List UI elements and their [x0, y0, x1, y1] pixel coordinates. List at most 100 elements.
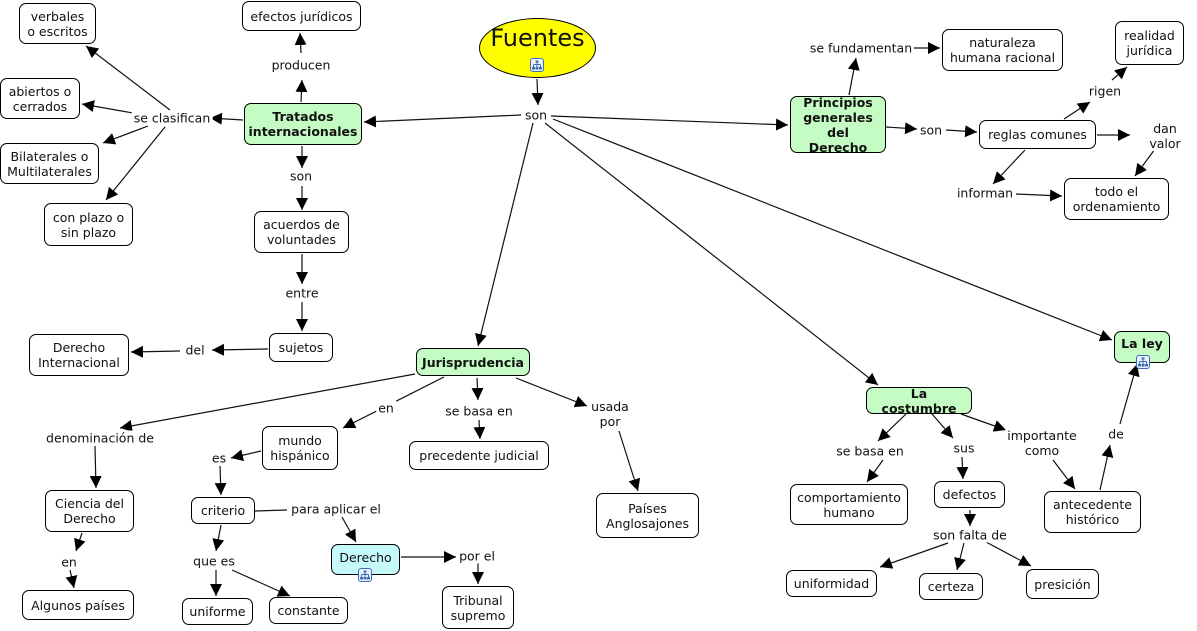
concept-criterio[interactable]: criterio: [191, 497, 255, 524]
link-usada-por[interactable]: usada por: [589, 399, 631, 429]
concept-plazo[interactable]: con plazo o sin plazo: [44, 203, 133, 246]
connection-line: [130, 345, 181, 358]
connection-line: [992, 149, 1026, 185]
connection-line: [954, 542, 966, 571]
concept-ciencia-derecho[interactable]: Ciencia del Derecho: [45, 490, 134, 532]
concept-tratados-internacionales[interactable]: Tratados internacionales: [244, 103, 362, 145]
link-son-main[interactable]: son: [522, 107, 550, 123]
link-entre[interactable]: entre: [283, 285, 321, 301]
connection-line: [931, 413, 954, 439]
connection-line: [294, 32, 307, 54]
link-para-aplicar[interactable]: para aplicar el: [289, 501, 383, 517]
link-informan[interactable]: informan: [954, 185, 1016, 201]
link-importante-como[interactable]: importante como: [1005, 428, 1079, 458]
concept-constante[interactable]: constante: [269, 597, 348, 624]
connection-line: [1052, 459, 1076, 490]
concept-reglas-comunes[interactable]: reglas comunes: [979, 120, 1096, 149]
connection-line: [363, 114, 522, 128]
connection-line: [877, 413, 907, 442]
connection-line: [552, 118, 1113, 342]
submap-icon[interactable]: [530, 58, 544, 72]
connection-line: [119, 373, 416, 432]
link-son-falta-de[interactable]: son falta de: [931, 527, 1009, 543]
connection-line: [1063, 101, 1091, 120]
link-se-basa-cost[interactable]: se basa en: [834, 443, 906, 459]
connection-line: [885, 122, 918, 135]
connection-line: [475, 122, 534, 347]
concept-verbales-escritos[interactable]: verbales o escritos: [19, 3, 96, 44]
concept-comportamiento-humano[interactable]: comportamiento humano: [790, 484, 908, 525]
concept-precedente-judicial[interactable]: precedente judicial: [409, 441, 549, 470]
connection-line: [879, 542, 949, 569]
concept-uniforme[interactable]: uniforme: [182, 598, 253, 625]
connection-line: [956, 456, 969, 480]
link-se-fundamentan[interactable]: se fundamentan: [807, 40, 915, 56]
link-rigen[interactable]: rigen: [1086, 83, 1124, 99]
link-en-juris[interactable]: en: [376, 400, 396, 416]
concept-abiertos-cerrados[interactable]: abiertos o cerrados: [0, 78, 80, 119]
link-producen[interactable]: producen: [269, 57, 333, 73]
connection-line: [74, 532, 86, 552]
link-de[interactable]: de: [1106, 426, 1126, 442]
link-sus[interactable]: sus: [951, 440, 977, 456]
connection-line: [531, 78, 544, 106]
connection-line: [866, 459, 884, 483]
connection-line: [102, 125, 149, 145]
concept-algunos-paises[interactable]: Algunos países: [22, 590, 134, 620]
concept-mundo-hispanico[interactable]: mundo hispánico: [262, 426, 338, 470]
link-denominacion[interactable]: denominación de: [44, 430, 156, 446]
connection-line: [65, 569, 78, 589]
concept-bilaterales[interactable]: Bilaterales o Multilaterales: [0, 143, 99, 184]
concept-paises-anglosajones[interactable]: Países Anglosajones: [596, 493, 699, 538]
link-del[interactable]: del: [183, 342, 207, 358]
submap-icon[interactable]: [358, 568, 372, 582]
connection-line: [341, 516, 357, 543]
concept-presicion[interactable]: presición: [1026, 569, 1099, 599]
concept-la-costumbre[interactable]: La costumbre: [866, 386, 972, 416]
connection-line: [1015, 189, 1063, 202]
concept-jurisprudencia[interactable]: Jurisprudencia: [416, 348, 530, 376]
connection-line: [544, 122, 879, 386]
link-se-clasifican[interactable]: se clasifican: [131, 110, 213, 126]
connection-line: [230, 449, 262, 462]
connection-line: [231, 569, 291, 597]
concept-todo-ordenamiento[interactable]: todo el ordenamiento: [1064, 178, 1169, 220]
link-por-el[interactable]: por el: [457, 548, 497, 564]
link-en-ciencia[interactable]: en: [59, 554, 79, 570]
concept-defectos[interactable]: defectos: [934, 481, 1005, 508]
concept-fuentes[interactable]: Fuentes: [479, 18, 596, 78]
concept-uniformidad[interactable]: uniformidad: [786, 570, 877, 597]
connection-line: [85, 45, 171, 111]
concept-antecedente-historico[interactable]: antecedente histórico: [1044, 491, 1141, 533]
connection-line: [550, 115, 789, 131]
submap-icon[interactable]: [1136, 355, 1150, 369]
connection-line: [295, 79, 308, 103]
connection-line: [960, 413, 1007, 432]
link-es[interactable]: es: [209, 450, 229, 466]
link-son-tratados[interactable]: son: [287, 168, 315, 184]
connection-line: [847, 57, 860, 96]
connection-line: [945, 125, 978, 138]
concept-tribunal-supremo[interactable]: Tribunal supremo: [442, 586, 514, 629]
connection-line: [254, 509, 288, 512]
concept-derecho-internacional[interactable]: Derecho Internacional: [29, 334, 129, 376]
connection-line: [81, 100, 134, 114]
connection-line: [214, 465, 227, 496]
link-se-basa-juris[interactable]: se basa en: [443, 403, 515, 419]
concept-principios-generales[interactable]: Principios generales del Derecho: [790, 95, 886, 155]
link-dan-valor[interactable]: dan valor: [1147, 121, 1183, 151]
concept-certeza[interactable]: certeza: [919, 573, 983, 600]
connection-line: [1099, 444, 1114, 491]
concept-sujetos[interactable]: sujetos: [269, 333, 333, 362]
concept-acuerdos-voluntades[interactable]: acuerdos de voluntades: [254, 211, 349, 253]
link-son-principios[interactable]: son: [917, 122, 945, 138]
connection-line: [212, 524, 225, 552]
concept-efectos-juridicos[interactable]: efectos jurídicos: [242, 1, 361, 31]
connection-line: [1111, 66, 1128, 81]
link-que-es[interactable]: que es: [191, 553, 237, 569]
connection-line: [618, 430, 641, 492]
concept-naturaleza-humana[interactable]: naturaleza humana racional: [942, 29, 1063, 71]
concept-realidad-juridica[interactable]: realidad jurídica: [1115, 21, 1184, 65]
connection-line: [105, 126, 166, 201]
